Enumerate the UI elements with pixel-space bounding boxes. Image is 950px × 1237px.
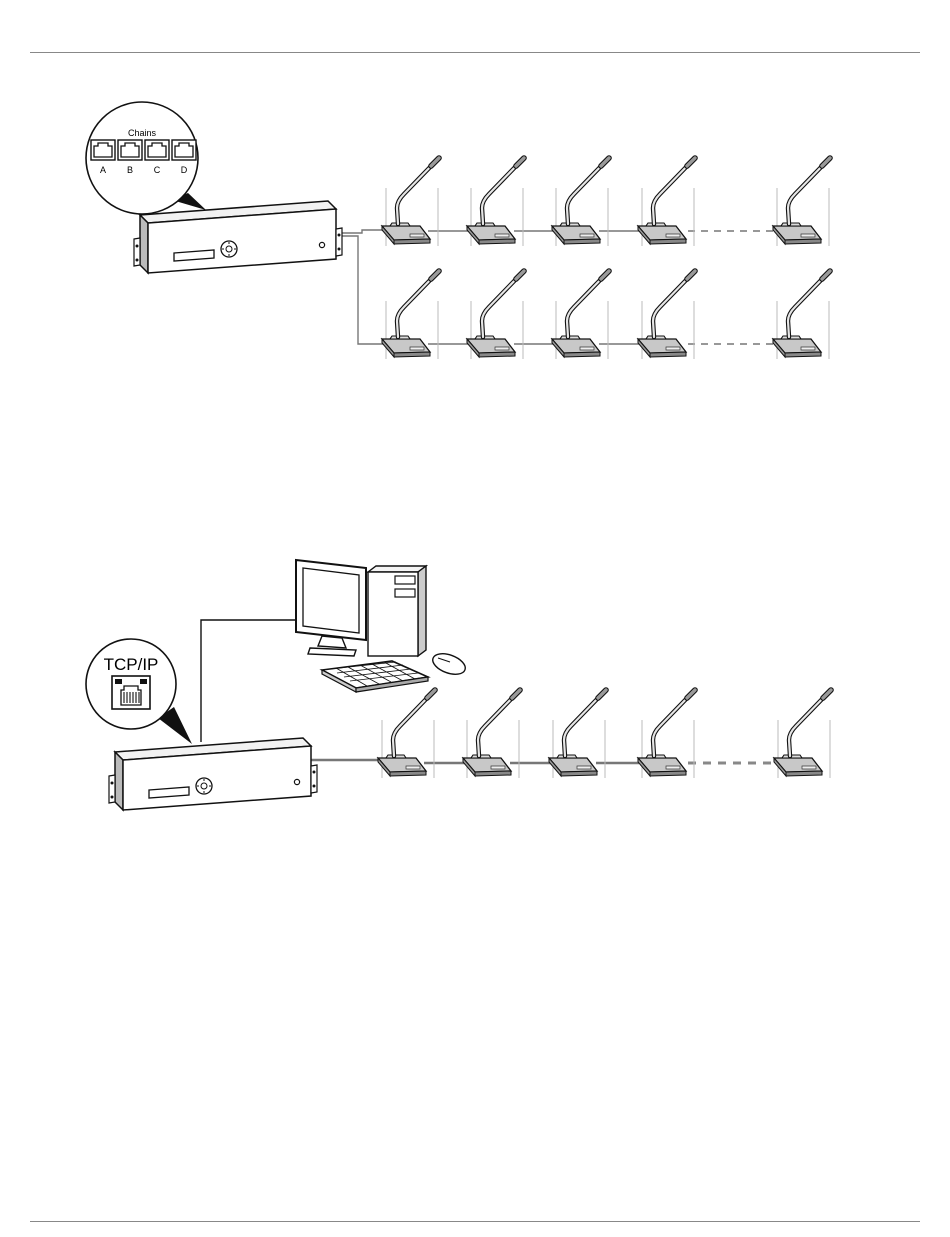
tcpip-diagram: TCP/IP [86, 560, 831, 810]
delegate-row-2 [382, 271, 830, 359]
delegate-unit [467, 271, 524, 359]
chain-diagram: Chains A B C D [86, 102, 830, 359]
delegate-unit [638, 271, 695, 359]
delegate-unit [638, 158, 695, 246]
keyboard [322, 661, 428, 692]
port-label-c: C [154, 165, 161, 175]
network-cable [201, 620, 295, 742]
delegate-unit [378, 690, 435, 778]
port-a-icon [91, 140, 115, 160]
computer [296, 560, 468, 692]
delegate-unit [774, 690, 831, 778]
delegate-unit [552, 271, 609, 359]
port-label-d: D [181, 165, 188, 175]
delegate-unit [463, 690, 520, 778]
tcpip-label: TCP/IP [104, 655, 159, 674]
delegate-row-1 [382, 158, 830, 246]
chain-cables [342, 230, 385, 344]
port-label-b: B [127, 165, 133, 175]
chains-callout: Chains A B C D [86, 102, 206, 214]
delegate-unit [552, 158, 609, 246]
mouse [430, 650, 468, 679]
central-unit [134, 201, 342, 273]
delegate-unit [382, 158, 439, 246]
pc-tower [368, 566, 426, 656]
port-c-icon [145, 140, 169, 160]
ethernet-port-icon [112, 676, 150, 709]
tcpip-callout: TCP/IP [86, 639, 192, 744]
port-b-icon [118, 140, 142, 160]
delegate-unit [638, 690, 695, 778]
delegate-unit [773, 158, 830, 246]
tcpip-delegate-row [298, 690, 831, 778]
port-label-a: A [100, 165, 106, 175]
delegate-unit [382, 271, 439, 359]
delegate-unit [467, 158, 524, 246]
port-d-icon [172, 140, 196, 160]
central-unit [109, 738, 317, 810]
monitor [296, 560, 366, 656]
delegate-unit [549, 690, 606, 778]
chains-title: Chains [128, 128, 157, 138]
delegate-unit [773, 271, 830, 359]
